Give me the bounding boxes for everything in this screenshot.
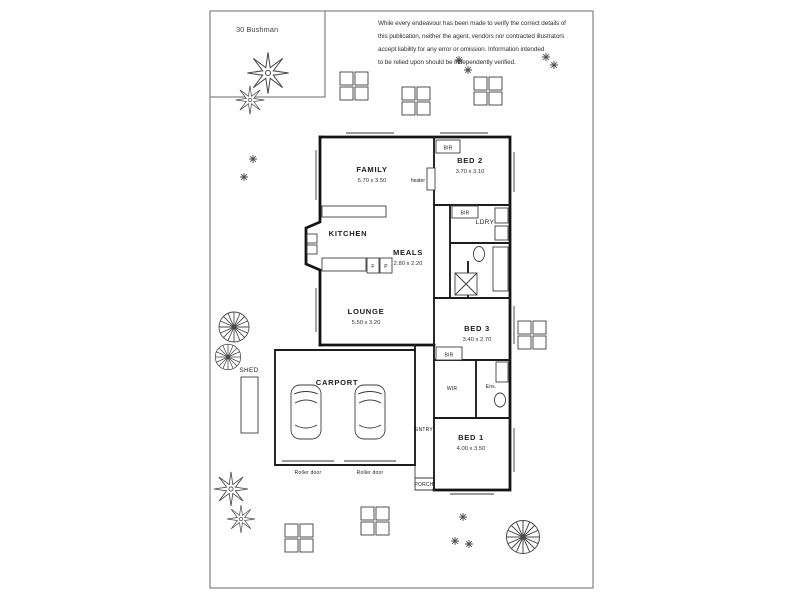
disclaimer-line-3: accept liability for any error or omissi… <box>378 46 545 53</box>
bir-hall-outline <box>451 205 479 219</box>
bir-bed2-outline <box>435 139 461 154</box>
room-label-carport: CARPORT <box>316 378 358 387</box>
kitchen-sink <box>306 233 318 244</box>
room-dims-bed3: 3.40 x 2.70 <box>463 337 492 343</box>
heater-label: heater <box>411 178 426 184</box>
shower-cross <box>454 272 478 296</box>
shed-outline <box>240 376 259 434</box>
fridge-outline <box>366 257 380 274</box>
roller-door-label-1: Roller door <box>295 470 322 476</box>
room-dims-meals: 2.80 x 2.20 <box>394 261 423 267</box>
shrub-icon <box>464 539 474 549</box>
porch-outline <box>414 465 434 491</box>
shrub-icon <box>549 60 559 70</box>
shrub-icon <box>463 65 473 75</box>
shrub-icon <box>450 536 460 546</box>
shrub-icon <box>248 154 258 164</box>
bir-bed2-label: BIR <box>444 146 453 152</box>
room-label-lounge: LOUNGE <box>348 307 385 316</box>
disclaimer-line-2: this publication, neither the agent, ven… <box>378 33 564 40</box>
car-top-view <box>354 384 386 440</box>
roller-door-label-2: Roller door <box>357 470 384 476</box>
address-label: 30 Bushman <box>236 25 278 34</box>
toilet <box>473 246 485 262</box>
exterior-wall <box>318 135 512 492</box>
kitchen-sink <box>306 244 318 255</box>
room-label-bed3: BED 3 <box>464 324 490 333</box>
heater-outline <box>426 167 436 191</box>
paving-squares <box>284 523 314 553</box>
shrub-icon <box>458 512 468 522</box>
room-label-kitchen: KITCHEN <box>329 229 368 238</box>
ensuite-vanity <box>495 361 509 383</box>
exterior-wall-left <box>304 135 322 347</box>
kitchen-bench <box>321 205 387 218</box>
ensuite-label: Ens. <box>486 384 497 390</box>
bathtub <box>492 246 509 292</box>
shrub-icon <box>541 52 551 62</box>
round-tree-icon <box>214 343 242 371</box>
room-label-family: FAMILY <box>356 165 387 174</box>
wir-label: WIR <box>447 386 458 392</box>
ensuite-toilet <box>494 392 506 408</box>
star-tree-icon <box>246 51 290 95</box>
room-dims-family: 5.70 x 3.50 <box>358 178 387 184</box>
room-dims-bed1: 4.00 x 3.50 <box>457 446 486 452</box>
room-label-porch: PORCH <box>414 482 433 488</box>
fridge-label: F <box>371 264 374 270</box>
room-dims-bed2: 3.70 x 3.10 <box>456 169 485 175</box>
bir-hall-label: BIR <box>461 211 470 217</box>
room-dims-lounge: 5.50 x 3.20 <box>352 320 381 326</box>
property-boundary <box>209 10 594 589</box>
room-label-shed: SHED <box>239 367 258 374</box>
kitchen-bench-lower <box>321 257 367 272</box>
room-label-meals: MEALS <box>393 248 423 257</box>
room-label-ldry: LDRY <box>476 219 495 226</box>
carport-outline <box>274 349 416 466</box>
shrub-icon <box>454 55 464 65</box>
pantry-label: P <box>384 264 388 270</box>
washing-machine <box>494 225 509 241</box>
paving-squares <box>473 76 503 106</box>
laundry-tub <box>494 207 509 224</box>
pantry-outline <box>379 257 393 274</box>
round-tree-icon <box>218 311 250 343</box>
bir-bed3-label: BIR <box>445 353 454 359</box>
star-tree-icon <box>213 471 249 507</box>
paving-squares <box>517 320 547 350</box>
shrub-icon <box>239 172 249 182</box>
room-label-bed2: BED 2 <box>457 156 483 165</box>
paving-squares <box>401 86 431 116</box>
room-label-bed1: BED 1 <box>458 433 484 442</box>
paving-squares <box>339 71 369 101</box>
car-top-view <box>290 384 322 440</box>
window-lines <box>315 132 515 495</box>
bir-bed3-outline <box>435 346 463 361</box>
paving-squares <box>360 506 390 536</box>
round-tree-icon <box>506 520 540 554</box>
star-tree-icon <box>226 504 256 534</box>
star-tree-icon <box>235 85 265 115</box>
disclaimer-text: While every endeavour has been made to v… <box>378 20 566 66</box>
room-label-entry: ENTRY <box>415 427 433 433</box>
disclaimer-line-4: to be relied upon should be independentl… <box>378 59 516 66</box>
disclaimer-line-1: While every endeavour has been made to v… <box>378 20 566 27</box>
